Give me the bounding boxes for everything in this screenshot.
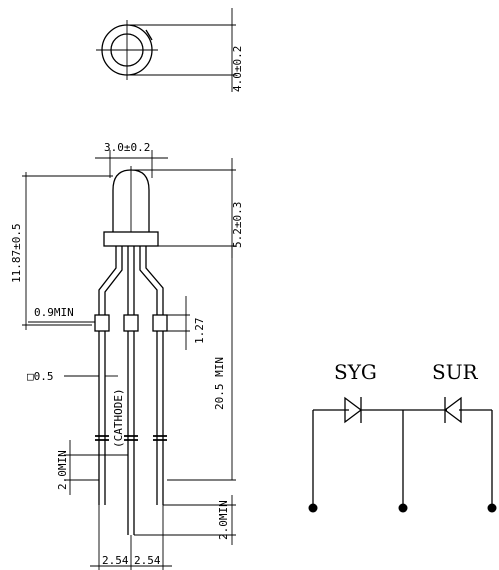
lead-center-upper	[127, 246, 135, 315]
lead-center-lower	[127, 331, 135, 535]
terminal-right	[487, 503, 497, 513]
top-diameter-dim: 4.0±0.2	[231, 46, 244, 92]
pitch-right-dim: 2.54	[134, 554, 161, 567]
lead-center-standoff	[123, 314, 139, 332]
cathode-label: (CATHODE)	[112, 388, 125, 448]
lead-right-upper	[139, 246, 164, 315]
lead-square-dim: □0.5	[27, 370, 54, 383]
terminal-center	[398, 503, 408, 513]
total-height-dim: 11.87±0.5	[10, 223, 23, 283]
schematic	[308, 396, 497, 513]
lead-break-marks	[95, 435, 167, 441]
lead-left-lower	[98, 331, 106, 505]
body-diameter-dim: 3.0±0.2	[104, 141, 150, 154]
lead-right-standoff	[152, 314, 168, 332]
lead-left-upper	[98, 246, 123, 315]
led-flange	[103, 231, 159, 247]
lead-min-right-dim: 2.0MIN	[217, 500, 230, 540]
lead-min-left-dim: 2.0MIN	[56, 450, 69, 490]
lens-height-dim: 5.2±0.3	[231, 202, 244, 248]
pitch-left-dim: 2.54	[102, 554, 129, 567]
lead-right-lower	[156, 331, 164, 505]
schematic-wire	[312, 409, 493, 508]
lead-width-dim: 0.9MIN	[34, 306, 74, 319]
syg-label: SYG	[334, 360, 377, 384]
terminal-left	[308, 503, 318, 513]
top-view	[96, 8, 236, 92]
sur-diode-symbol	[443, 396, 462, 424]
pitch-offset-dim: 1.27	[193, 318, 206, 345]
side-view	[22, 150, 236, 570]
lead-left-standoff	[94, 314, 110, 332]
syg-diode-symbol	[344, 396, 363, 424]
sur-label: SUR	[432, 360, 479, 384]
lead-length-dim: 20.5 MIN	[213, 357, 226, 410]
top-view-flat	[145, 29, 153, 41]
